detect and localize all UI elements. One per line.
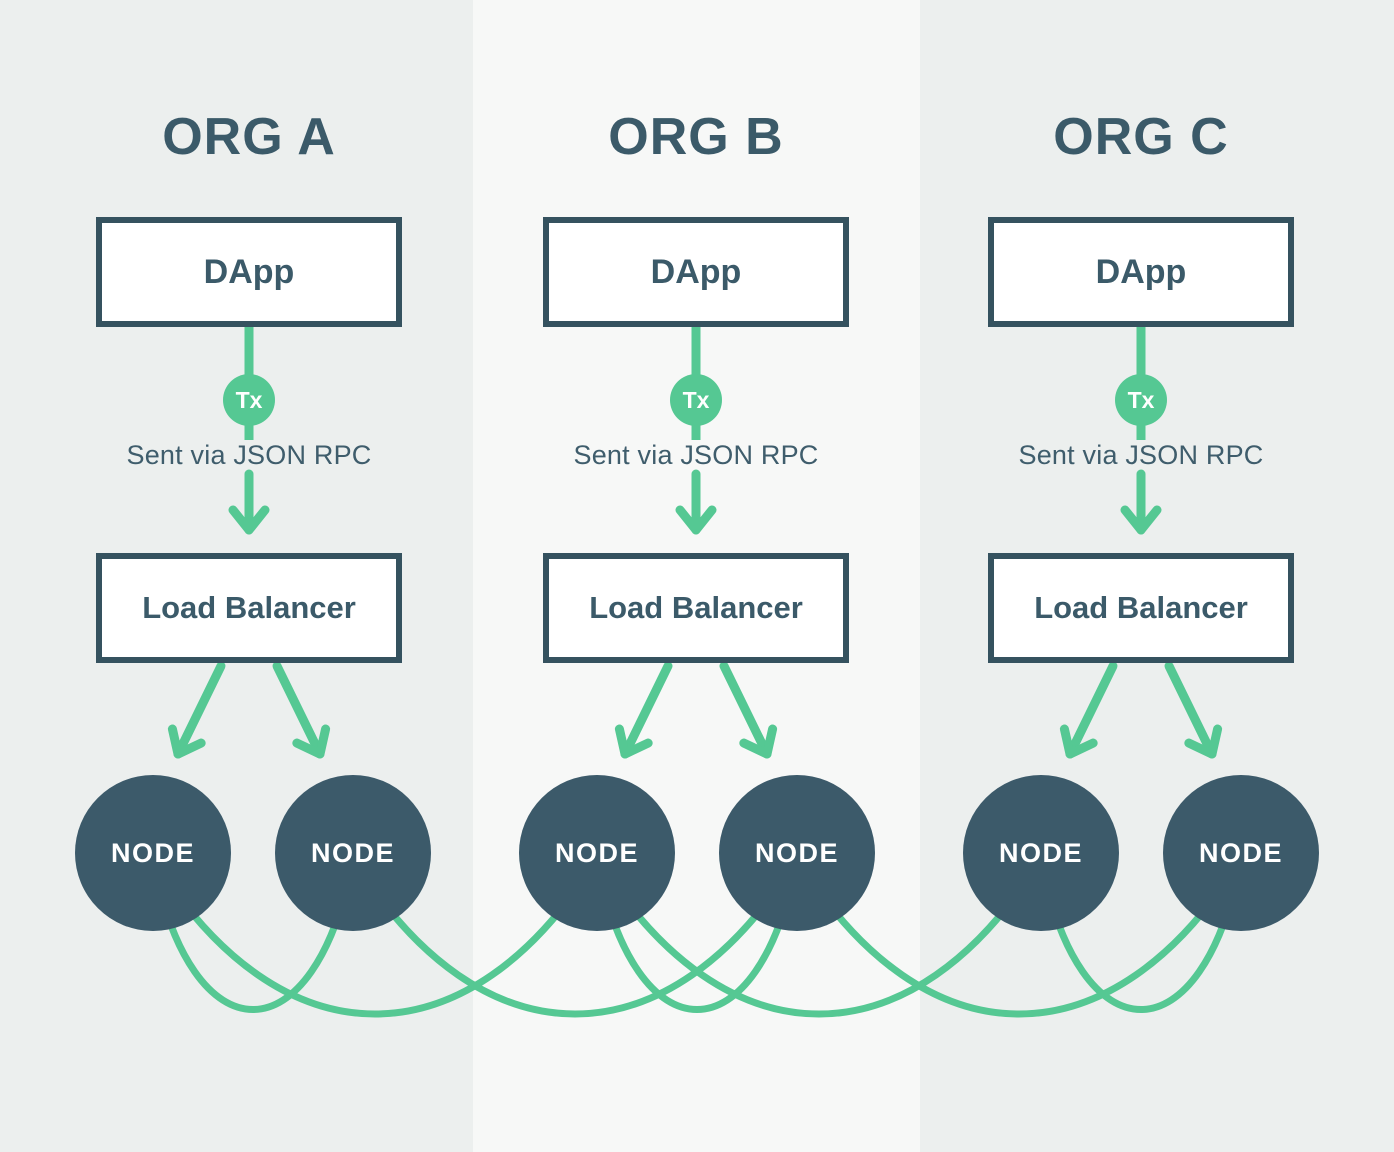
- lb-arrow-left: [614, 661, 673, 759]
- mesh-arc-a1-a2: [149, 857, 357, 1013]
- lb-arrow-left: [167, 661, 226, 759]
- org-a-load-balancer-box: Load Balancer: [96, 553, 402, 663]
- dapp-label: DApp: [650, 252, 742, 291]
- org-c-dapp-box: DApp: [988, 217, 1294, 327]
- lb-arrow-left: [1059, 661, 1118, 759]
- org-c-title: ORG C: [1053, 108, 1229, 166]
- node-label: NODE: [110, 837, 195, 868]
- mesh-arc-b1-c1: [594, 856, 1044, 1018]
- org-a-dapp-box: DApp: [96, 217, 402, 327]
- org-a-title: ORG A: [162, 108, 336, 166]
- node-c2: NODE: [1163, 775, 1319, 931]
- node-a2: NODE: [275, 775, 431, 931]
- node-mesh: [149, 856, 1245, 1018]
- load-balancer-label: Load Balancer: [1034, 590, 1248, 625]
- node-b2: NODE: [719, 775, 875, 931]
- mesh-arc-a1-b1: [150, 856, 600, 1018]
- org-b-load-balancer-box: Load Balancer: [543, 553, 849, 663]
- org-a-tx-badge: Tx: [223, 374, 275, 426]
- node-label: NODE: [554, 837, 639, 868]
- lb-arrow-right: [719, 661, 778, 759]
- node-label: NODE: [310, 837, 395, 868]
- dapp-label: DApp: [203, 252, 295, 291]
- node-label: NODE: [998, 837, 1083, 868]
- mesh-arc-b2-c2: [794, 856, 1244, 1018]
- node-label: NODE: [754, 837, 839, 868]
- tx-label: Tx: [235, 386, 263, 413]
- dapp-label: DApp: [1095, 252, 1187, 291]
- org-c-tx-badge: Tx: [1115, 374, 1167, 426]
- node-c1: NODE: [963, 775, 1119, 931]
- load-balancer-label: Load Balancer: [142, 590, 356, 625]
- mesh-arc-b1-b2: [593, 857, 801, 1013]
- tx-label: Tx: [1127, 386, 1155, 413]
- lb-arrow-right: [1164, 661, 1223, 759]
- org-c-rpc-note: Sent via JSON RPC: [1018, 440, 1264, 470]
- mesh-arc-c1-c2: [1037, 857, 1245, 1013]
- org-b-rpc-note: Sent via JSON RPC: [573, 440, 819, 470]
- node-label: NODE: [1198, 837, 1283, 868]
- lb-arrow-right: [272, 661, 331, 759]
- mesh-arc-a2-b2: [350, 856, 800, 1018]
- org-a-rpc-note: Sent via JSON RPC: [126, 440, 372, 470]
- org-b-tx-badge: Tx: [670, 374, 722, 426]
- tx-label: Tx: [682, 386, 710, 413]
- org-b-title: ORG B: [608, 108, 784, 166]
- load-balancer-label: Load Balancer: [589, 590, 803, 625]
- org-c-load-balancer-box: Load Balancer: [988, 553, 1294, 663]
- node-a1: NODE: [75, 775, 231, 931]
- node-b1: NODE: [519, 775, 675, 931]
- org-b-dapp-box: DApp: [543, 217, 849, 327]
